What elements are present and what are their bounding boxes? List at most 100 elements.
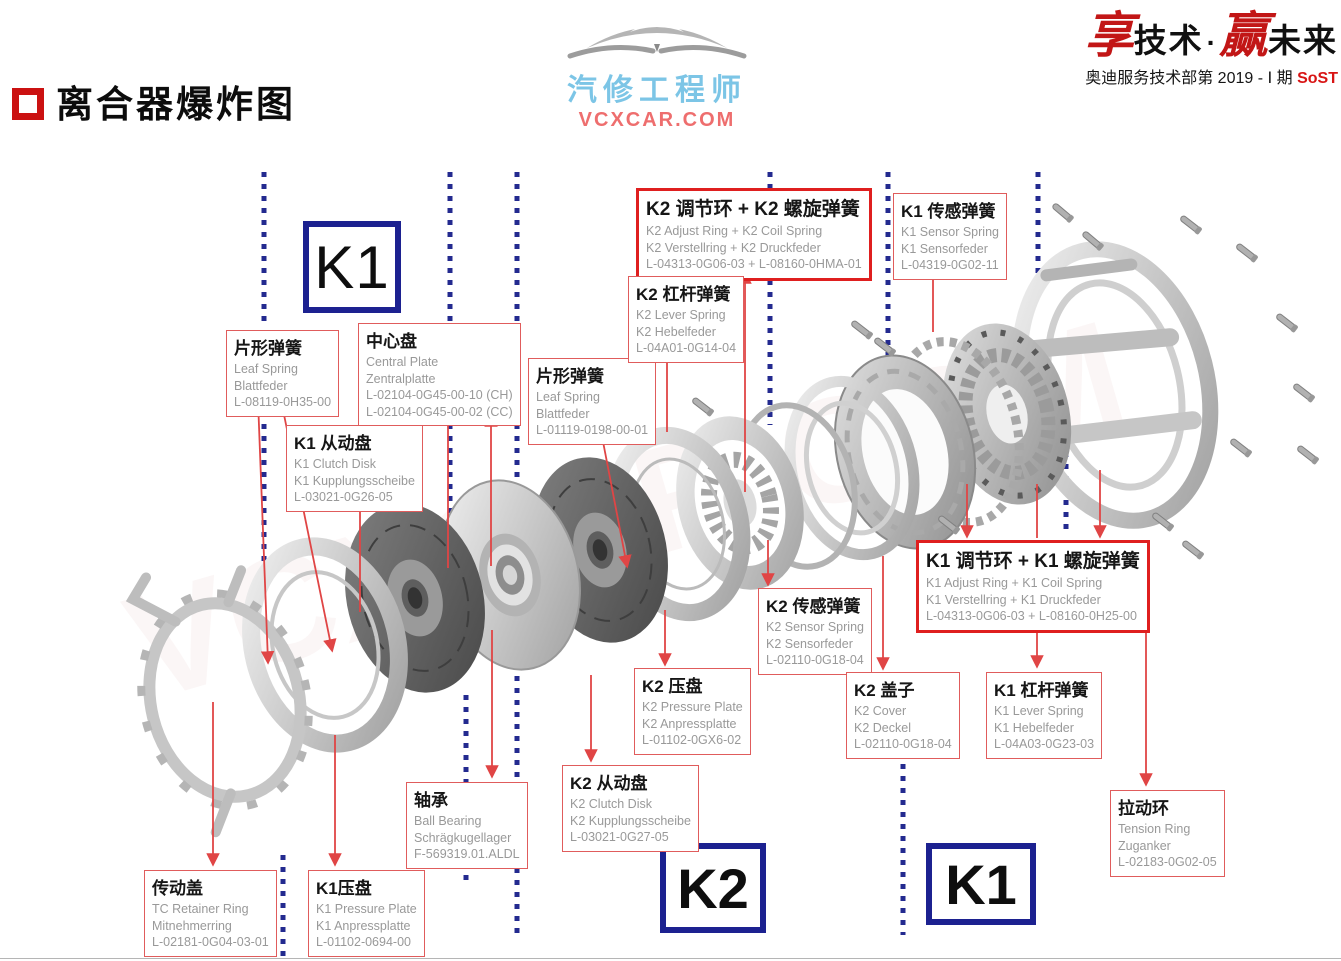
label-de: Zentralplatte: [366, 371, 436, 386]
label-k2-lever-spring: K2 杠杆弹簧 K2 Lever Spring K2 Hebelfeder L-…: [628, 276, 745, 363]
label-k2-clutch-disk: K2 从动盘 K2 Clutch Disk K2 Kupplungsscheib…: [562, 765, 699, 852]
label-title: K1 杠杆弹簧: [994, 681, 1089, 700]
label-de: K2 Deckel: [854, 720, 911, 735]
label-en: K1 Lever Spring: [994, 704, 1084, 718]
label-en: K2 Adjust Ring + K2 Coil Spring: [646, 224, 823, 238]
slogan-char-share: 享: [1084, 6, 1134, 64]
bolt-pins: [692, 203, 1319, 560]
label-de: K2 Hebelfeder: [636, 324, 716, 339]
label-en: K2 Sensor Spring: [766, 620, 864, 634]
label-k2-sensor-spring: K2 传感弹簧 K2 Sensor Spring K2 Sensorfeder …: [758, 588, 872, 675]
label-leaf-spring-mid: 片形弹簧 Leaf Spring Blattfeder L-01119-0198…: [528, 358, 657, 445]
label-k1-pressure-plate: K1压盘 K1 Pressure Plate K1 Anpressplatte …: [308, 870, 425, 957]
label-title: 片形弹簧: [536, 367, 604, 386]
label-k1-sensor-spring: K1 传感弹簧 K1 Sensor Spring K1 Sensorfeder …: [893, 193, 1007, 280]
label-part-number: L-08119-0H35-00: [234, 395, 332, 409]
label-title: K1 调节环 + K1 螺旋弹簧: [926, 551, 1140, 572]
label-k1-clutch-disk: K1 从动盘 K1 Clutch Disk K1 Kupplungsscheib…: [286, 425, 423, 512]
title-bullet-square: [12, 88, 44, 120]
bottom-divider: [0, 958, 1341, 959]
part-k1-sensor-ring: [890, 337, 1024, 527]
slogan-separator: ·: [1206, 27, 1216, 58]
label-de: K2 Sensorfeder: [766, 636, 853, 651]
label-part-number: L-03021-0G26-05: [294, 490, 393, 504]
label-part-number: L-02104-0G45-00-10 (CH): [366, 388, 513, 402]
page-title: 离合器爆炸图: [56, 84, 296, 125]
label-ball-bearing: 轴承 Ball Bearing Schrägkugellager F-56931…: [406, 782, 528, 869]
label-en: K1 Adjust Ring + K1 Coil Spring: [926, 576, 1103, 590]
label-en: Leaf Spring: [234, 362, 298, 376]
label-k2-pressure-plate: K2 压盘 K2 Pressure Plate K2 Anpressplatte…: [634, 668, 751, 755]
label-title: K2 压盘: [642, 677, 703, 696]
department-line: 奥迪服务技术部第 2019 - Ⅰ 期 SoST: [1040, 64, 1338, 88]
label-de: Zuganker: [1118, 838, 1171, 853]
label-part-number: L-04A03-0G23-03: [994, 737, 1095, 751]
label-part-number: L-02181-0G04-03-01: [152, 935, 269, 949]
label-en: K2 Cover: [854, 704, 907, 718]
part-k1-cover-basket: [1011, 241, 1219, 529]
label-en: K1 Sensor Spring: [901, 225, 999, 239]
label-part-number: L-02110-0G18-04: [766, 653, 864, 667]
label-title: K1压盘: [316, 879, 372, 898]
callout-arrows: [206, 261, 1153, 867]
logo-brand-text: 汽修工程师: [567, 74, 747, 107]
label-title: K1 传感弹簧: [901, 202, 996, 221]
label-part-number: L-03021-0G27-05: [570, 830, 669, 844]
label-title: K2 传感弹簧: [766, 597, 861, 616]
label-part-number: L-02110-0G18-04: [854, 737, 952, 751]
label-en: Leaf Spring: [536, 390, 600, 404]
label-part-number: L-01102-0694-00: [316, 935, 411, 949]
slogan-line: 享 技术 · 赢 未来: [1040, 6, 1338, 64]
zone-marker-k2-bottom: K2: [660, 843, 766, 933]
label-en: K1 Clutch Disk: [294, 457, 376, 471]
label-en: TC Retainer Ring: [152, 902, 249, 916]
part-k1-pressure-plate: [242, 537, 408, 753]
logo-site-text: VCXCAR.COM: [578, 109, 736, 131]
label-en: Ball Bearing: [414, 814, 482, 828]
zone-marker-k1-bottom: K1: [926, 843, 1036, 925]
label-en: K2 Clutch Disk: [570, 797, 652, 811]
label-part-number: L-04319-0G02-11: [901, 258, 999, 272]
label-k2-cover: K2 盖子 K2 Cover K2 Deckel L-02110-0G18-04: [846, 672, 960, 759]
label-en: Tension Ring: [1118, 822, 1191, 836]
label-de: K1 Hebelfeder: [994, 720, 1074, 735]
label-de: K1 Verstellring + K1 Druckfeder: [926, 592, 1101, 607]
label-de: Blattfeder: [234, 378, 288, 393]
label-de: K1 Kupplungsscheibe: [294, 473, 415, 488]
zone-marker-k1-top: K1: [303, 221, 401, 313]
label-central-plate: 中心盘 Central Plate Zentralplatte L-02104-…: [358, 323, 521, 426]
label-leaf-spring-k1: 片形弹簧 Leaf Spring Blattfeder L-08119-0H35…: [226, 330, 340, 417]
label-title: 中心盘: [366, 332, 417, 351]
label-de: K2 Anpressplatte: [642, 716, 737, 731]
label-de: Schrägkugellager: [414, 830, 512, 845]
label-title: K2 杠杆弹簧: [636, 285, 731, 304]
label-de: Blattfeder: [536, 406, 590, 421]
label-part-number: L-04313-0G06-03 + L-08160-0HMA-01: [646, 257, 862, 271]
car-logo-icon: [567, 23, 747, 59]
label-part-number: L-01119-0198-00-01: [536, 423, 649, 437]
label-part-number-2: L-02104-0G45-00-02 (CC): [366, 404, 513, 419]
label-part-number: L-04313-0G06-03 + L-08160-0H25-00: [926, 609, 1137, 623]
label-part-number: F-569319.01.ALDL: [414, 847, 520, 861]
slogan-word-tech: 技术: [1133, 22, 1204, 59]
label-de: Mitnehmerring: [152, 918, 232, 933]
label-part-number: L-02183-0G02-05: [1118, 855, 1217, 869]
label-title: 传动盖: [152, 879, 203, 898]
label-title: K2 调节环 + K2 螺旋弹簧: [646, 199, 860, 220]
label-title: 轴承: [414, 791, 448, 810]
part-tc-retainer-ring: [125, 565, 313, 838]
label-en: K2 Lever Spring: [636, 308, 726, 322]
label-title: K2 从动盘: [570, 774, 648, 793]
label-en: K1 Pressure Plate: [316, 902, 417, 916]
label-title: 片形弹簧: [234, 339, 302, 358]
label-k1-adjust-ring: K1 调节环 + K1 螺旋弹簧 K1 Adjust Ring + K1 Coi…: [916, 540, 1150, 633]
slogan-word-future: 未来: [1268, 22, 1338, 59]
label-en: Central Plate: [366, 355, 439, 369]
label-k2-adjust-ring: K2 调节环 + K2 螺旋弹簧 K2 Adjust Ring + K2 Coi…: [636, 188, 872, 281]
label-k1-lever-spring: K1 杠杆弹簧 K1 Lever Spring K1 Hebelfeder L-…: [986, 672, 1103, 759]
label-de: K2 Kupplungsscheibe: [570, 813, 691, 828]
label-part-number: L-01102-0GX6-02: [642, 733, 742, 747]
label-part-number: L-04A01-0G14-04: [636, 341, 737, 355]
label-title: K1 从动盘: [294, 434, 372, 453]
